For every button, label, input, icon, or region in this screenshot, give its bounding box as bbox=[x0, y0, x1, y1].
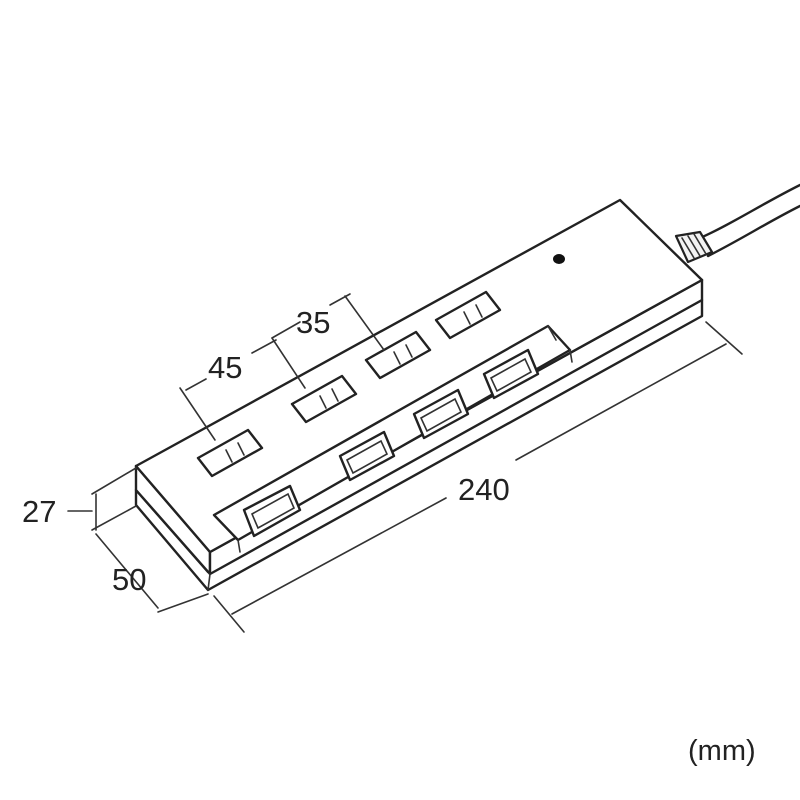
outlet-1 bbox=[196, 428, 264, 478]
power-cord bbox=[674, 183, 800, 264]
power-strip-body bbox=[134, 198, 704, 592]
outlet-2 bbox=[290, 374, 358, 424]
rocker-switch-1 bbox=[242, 484, 302, 538]
dimension-label-27: 27 bbox=[22, 494, 56, 529]
dimension-height-27: 27 bbox=[22, 467, 137, 531]
rocker-switch-4 bbox=[482, 348, 540, 400]
unit-label: (mm) bbox=[688, 735, 756, 767]
rocker-switch-3 bbox=[412, 388, 470, 440]
rocker-switch-2 bbox=[338, 430, 396, 482]
dimension-label-35: 35 bbox=[296, 305, 330, 340]
dimension-label-50: 50 bbox=[112, 562, 146, 597]
switch-panel bbox=[212, 324, 573, 553]
dimension-outlet-spacing-35: 35 bbox=[271, 293, 385, 351]
indicator-lamp-icon bbox=[553, 254, 565, 264]
outlet-4 bbox=[434, 290, 502, 340]
dimension-outlet-spacing-45: 45 bbox=[179, 337, 306, 441]
dimension-label-240: 240 bbox=[458, 472, 510, 507]
outlet-3 bbox=[364, 330, 432, 380]
dimension-length-240: 240 bbox=[213, 321, 743, 633]
dimension-label-45: 45 bbox=[208, 350, 242, 385]
dimension-width-50: 50 bbox=[95, 533, 209, 613]
